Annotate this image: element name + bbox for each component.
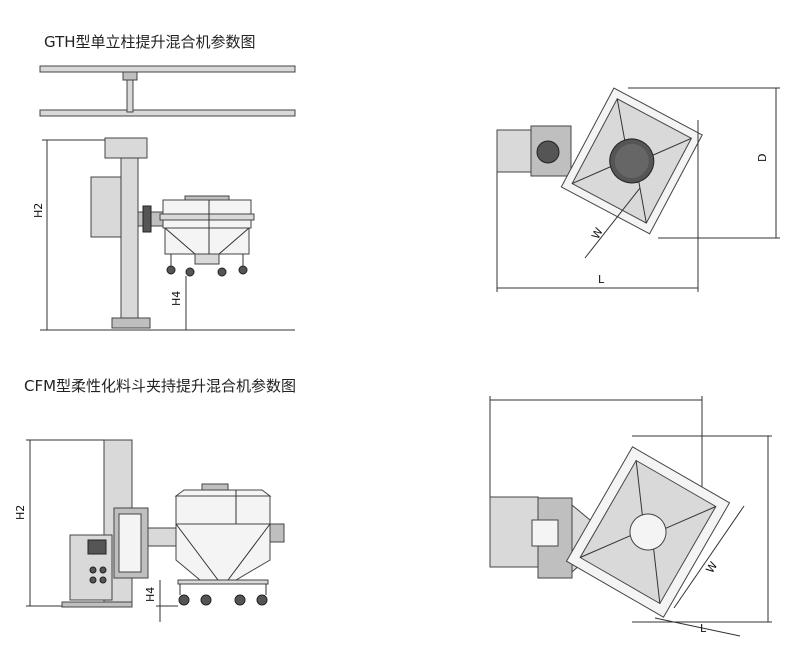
column-base xyxy=(111,317,151,329)
cfm-hopper-top xyxy=(565,446,731,618)
caster-wheel xyxy=(234,594,246,606)
cfm-base-plate xyxy=(61,601,133,608)
gth-hopper xyxy=(159,195,255,277)
caster-wheel xyxy=(238,265,248,275)
d-label: D xyxy=(756,154,769,162)
cfm-side-view: H2 H4 xyxy=(14,439,285,622)
h4-label: H4 xyxy=(170,291,183,306)
w-label: W xyxy=(589,226,606,242)
caster-wheel xyxy=(256,594,268,606)
w-dimension-line xyxy=(584,187,641,259)
cfm-h2-label: H2 xyxy=(14,505,27,520)
gth-diagram-title: GTH型单立柱提升混合机参数图 xyxy=(44,33,256,51)
cfm-diagram-title: CFM型柔性化料斗夹持提升混合机参数图 xyxy=(24,377,297,395)
cfm-hopper xyxy=(174,483,285,606)
caster-wheel xyxy=(217,267,227,277)
control-cabinet xyxy=(90,176,122,238)
caster-wheel xyxy=(185,267,195,277)
h2-label: H2 xyxy=(32,203,45,218)
gth-hopper-top xyxy=(560,87,703,235)
control-knob xyxy=(89,576,97,584)
ceiling-rail-bottom xyxy=(39,109,296,117)
caster-wheel xyxy=(166,265,176,275)
cfm-top-view: W L xyxy=(489,396,772,637)
control-knob xyxy=(89,566,97,574)
gth-top-view: D W L xyxy=(496,87,780,292)
caster-wheel xyxy=(200,594,212,606)
ceiling-rail-top xyxy=(39,65,296,73)
gth-side-view: H2 H4 xyxy=(32,65,296,331)
control-knob xyxy=(99,576,107,584)
caster-wheel xyxy=(178,594,190,606)
lifting-column xyxy=(120,157,139,321)
cfm-drive-housing xyxy=(489,496,539,568)
l-label: L xyxy=(598,273,605,286)
cfm-w-dimension-line xyxy=(673,505,745,609)
column-top-housing xyxy=(104,137,148,159)
cfm-h4-label: H4 xyxy=(144,587,157,602)
cfm-l-label: L xyxy=(700,622,707,635)
control-knob xyxy=(99,566,107,574)
drive-shaft-circle xyxy=(536,140,560,164)
cfm-discharge-circle xyxy=(629,513,667,551)
cfm-l-dimension-line xyxy=(654,617,741,637)
